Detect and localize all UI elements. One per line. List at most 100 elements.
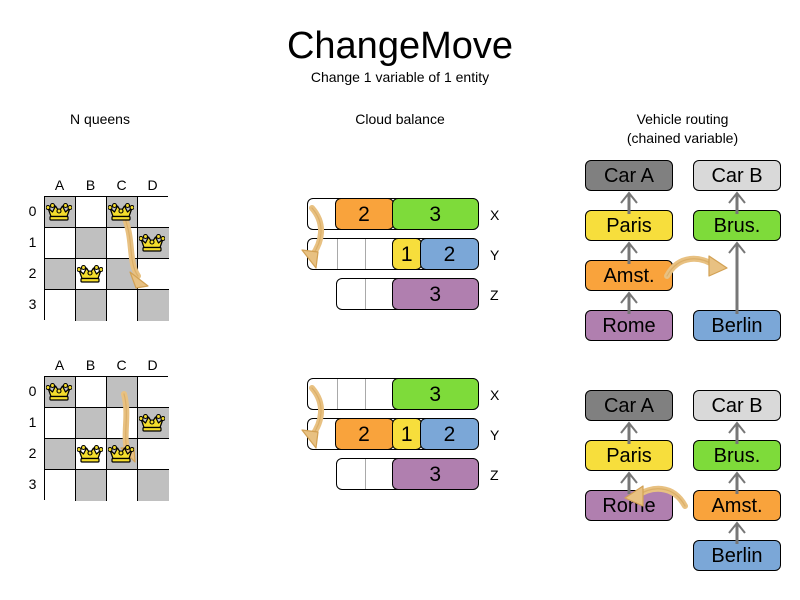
board-cell[interactable] <box>45 408 76 439</box>
vrp-node-cara[interactable]: Car A <box>585 160 673 191</box>
board-cell[interactable] <box>76 290 107 321</box>
vrp-chain-arrow-icon <box>728 241 746 314</box>
capacity-tick <box>336 239 338 269</box>
board-cell[interactable] <box>107 470 138 501</box>
board-cell[interactable] <box>138 290 169 321</box>
process-block[interactable]: 2 <box>334 198 394 230</box>
move-arrow-icon <box>301 205 324 269</box>
board-cell[interactable] <box>76 470 107 501</box>
board-col-label-b: B <box>85 357 96 373</box>
vrp-chain-arrow-icon <box>728 191 746 214</box>
capacity-tick <box>336 379 338 409</box>
process-block[interactable]: 2 <box>420 418 479 450</box>
board-cell[interactable] <box>45 228 76 259</box>
process-block[interactable]: 3 <box>391 198 479 230</box>
process-block[interactable]: 1 <box>391 418 422 450</box>
board-cell[interactable] <box>76 377 107 408</box>
computer-label-z: Z <box>490 287 499 303</box>
board-col-label-c: C <box>116 177 127 193</box>
board-cell[interactable] <box>76 439 107 470</box>
section-header-vehicle-routing: Vehicle routing (chained variable) <box>600 110 765 148</box>
board-cell[interactable] <box>138 439 169 470</box>
nqueens-board-before[interactable]: A B C D 0 1 2 3 <box>24 176 184 326</box>
board-row-label-3: 3 <box>28 296 37 312</box>
vrp-node-berlin[interactable]: Berlin <box>693 540 781 571</box>
chessboard[interactable] <box>44 196 169 321</box>
vrp-node-berlin[interactable]: Berlin <box>693 310 781 341</box>
process-block[interactable]: 3 <box>391 278 479 310</box>
board-col-label-c: C <box>116 357 127 373</box>
section-header-nqueens: N queens <box>70 111 130 127</box>
board-cell[interactable] <box>45 290 76 321</box>
board-cell[interactable] <box>45 259 76 290</box>
process-block[interactable]: 3 <box>391 378 479 410</box>
board-col-label-a: A <box>54 177 65 193</box>
board-cell[interactable] <box>76 197 107 228</box>
vrp-chain-arrow-icon <box>728 421 746 444</box>
vrp-node-rome[interactable]: Rome <box>585 310 673 341</box>
vrp-node-rome[interactable]: Rome <box>585 490 673 521</box>
capacity-tick <box>365 459 366 489</box>
process-block[interactable]: 2 <box>334 418 394 450</box>
board-cell[interactable] <box>45 470 76 501</box>
board-row-label-2: 2 <box>28 265 37 281</box>
board-col-label-b: B <box>85 177 96 193</box>
vrp-node-cara[interactable]: Car A <box>585 390 673 421</box>
capacity-tick <box>365 239 366 269</box>
move-arrow-icon <box>624 485 688 509</box>
board-cell[interactable] <box>45 439 76 470</box>
vrp-node-paris[interactable]: Paris <box>585 440 673 471</box>
board-row-label-1: 1 <box>28 234 37 250</box>
section-header-cloud-balance: Cloud balance <box>355 111 445 127</box>
vrp-node-brus[interactable]: Brus. <box>693 440 781 471</box>
board-cell[interactable] <box>76 259 107 290</box>
computer-label-y: Y <box>490 427 500 443</box>
vrp-title-line2: (chained variable) <box>626 130 739 146</box>
board-cell[interactable] <box>138 197 169 228</box>
board-cell[interactable] <box>138 377 169 408</box>
board-row-label-2: 2 <box>28 445 37 461</box>
vrp-node-amst[interactable]: Amst. <box>585 260 673 291</box>
vrp-chain-arrow-icon <box>620 241 638 264</box>
board-cell[interactable] <box>107 290 138 321</box>
board-row-label-0: 0 <box>28 383 37 399</box>
vrp-chain-arrow-icon <box>728 471 746 494</box>
computer-label-x: X <box>490 207 500 223</box>
page-title: ChangeMove <box>286 25 514 67</box>
board-cell[interactable] <box>76 228 107 259</box>
vrp-node-carb[interactable]: Car B <box>693 160 781 191</box>
board-row-label-0: 0 <box>28 203 37 219</box>
vrp-title-line1: Vehicle routing <box>636 111 729 127</box>
vrp-chain-arrow-icon <box>620 191 638 214</box>
board-col-label-d: D <box>147 177 158 193</box>
vrp-node-carb[interactable]: Car B <box>693 390 781 421</box>
vrp-node-brus[interactable]: Brus. <box>693 210 781 241</box>
vrp-chain-arrow-icon <box>728 521 746 544</box>
board-cell[interactable] <box>45 377 76 408</box>
vrp-chain-arrow-icon <box>620 421 638 444</box>
vrp-node-paris[interactable]: Paris <box>585 210 673 241</box>
board-cell[interactable] <box>76 408 107 439</box>
process-block[interactable]: 2 <box>420 238 479 270</box>
process-block[interactable]: 1 <box>391 238 422 270</box>
board-cell[interactable] <box>45 197 76 228</box>
computer-label-y: Y <box>490 247 500 263</box>
move-arrow-icon <box>119 390 136 463</box>
capacity-tick <box>365 379 366 409</box>
board-col-label-d: D <box>147 357 158 373</box>
vrp-chain-arrow-icon <box>620 471 638 494</box>
board-cell[interactable] <box>138 470 169 501</box>
process-block[interactable]: 3 <box>391 458 479 490</box>
move-arrow-icon <box>120 212 149 289</box>
move-arrow-icon <box>664 255 728 279</box>
move-arrow-icon <box>301 385 324 449</box>
vrp-node-amst[interactable]: Amst. <box>693 490 781 521</box>
board-row-label-3: 3 <box>28 476 37 492</box>
board-row-label-1: 1 <box>28 414 37 430</box>
capacity-tick <box>365 279 366 309</box>
